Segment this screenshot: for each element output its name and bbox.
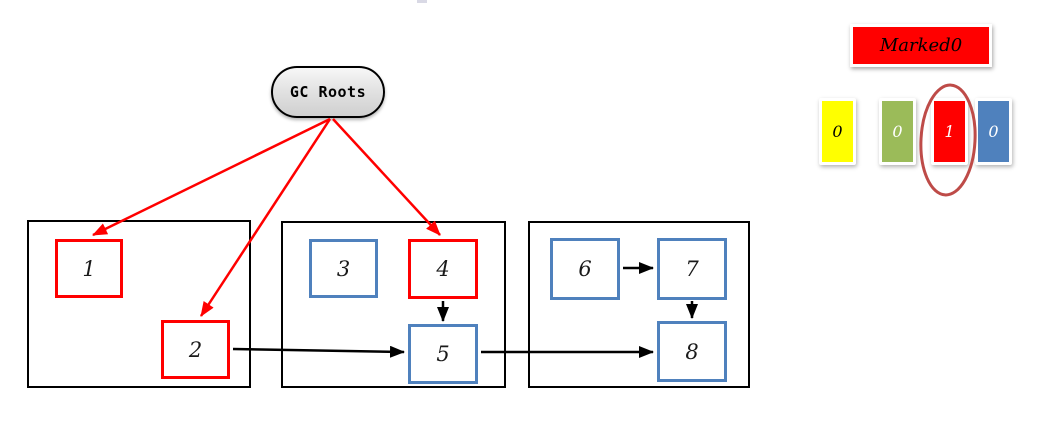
object-box-6-label: 6 (578, 257, 592, 281)
object-box-8-label: 8 (685, 339, 699, 364)
object-box-4: 4 (408, 239, 478, 299)
object-box-7-label: 7 (685, 257, 699, 281)
legend-markbit-yellow: 0 (819, 98, 856, 165)
legend-markbit-blue-value: 0 (988, 122, 999, 141)
legend-markbit-red: 1 (931, 98, 968, 165)
object-box-1: 1 (55, 239, 123, 298)
edge-gcroots-to-1 (92, 117, 331, 237)
object-box-5: 5 (408, 324, 478, 384)
gc-roots-node: GC Roots (271, 66, 385, 118)
object-box-2-label: 2 (188, 337, 203, 362)
gc-roots-label: GC Roots (289, 83, 367, 101)
object-box-7: 7 (657, 238, 727, 300)
edge-gcroots-to-4 (332, 118, 441, 236)
object-box-1-label: 1 (82, 256, 96, 281)
legend-markbit-blue: 0 (975, 98, 1012, 165)
legend-markbit-green-value: 0 (892, 122, 903, 141)
legend-marked-label: Marked0 (879, 35, 963, 56)
object-box-4-label: 4 (436, 257, 450, 281)
legend-markbit-red-value: 1 (944, 122, 955, 141)
object-box-8: 8 (657, 321, 727, 382)
object-box-5-label: 5 (436, 342, 450, 366)
legend-marked-flag: Marked0 (850, 24, 992, 67)
cropped-shape-artifact (417, 0, 427, 3)
object-box-3: 3 (309, 239, 378, 298)
object-box-3-label: 3 (336, 256, 351, 281)
object-box-6: 6 (550, 238, 620, 300)
legend-markbit-yellow-value: 0 (832, 122, 843, 141)
object-box-2: 2 (161, 320, 230, 379)
legend-markbit-green: 0 (879, 98, 916, 165)
